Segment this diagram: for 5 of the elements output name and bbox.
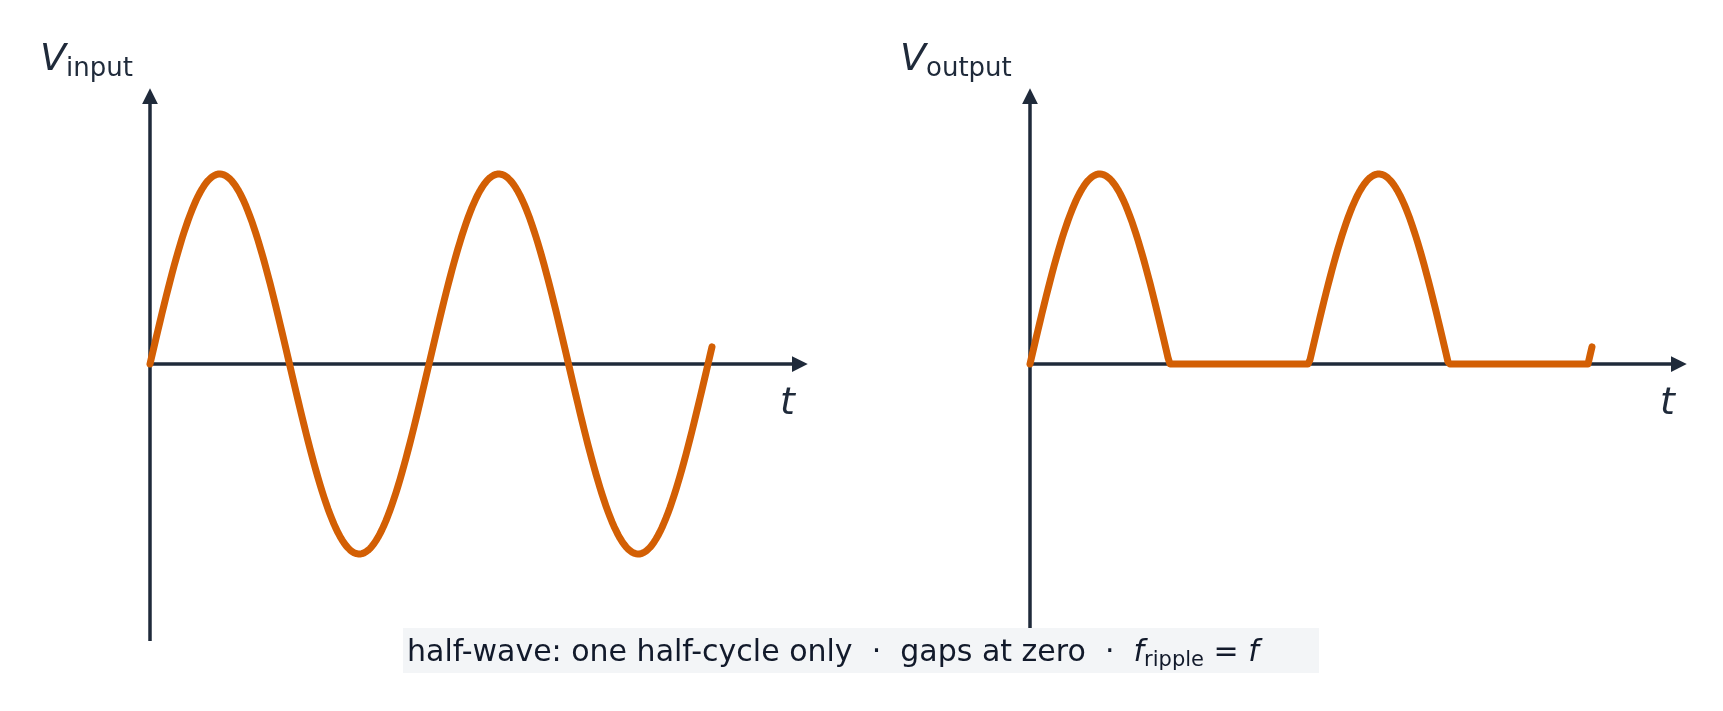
axis-label: t [1660, 382, 1675, 420]
axis-label: t [780, 382, 795, 420]
axis-label: V$_{input}$ [40, 38, 133, 80]
axis-label: V$_{output}$ [900, 38, 1012, 80]
caption-text: half-wave: one half-cycle only · gaps at zero · f$_{ripple}$ = f [403, 628, 1319, 673]
